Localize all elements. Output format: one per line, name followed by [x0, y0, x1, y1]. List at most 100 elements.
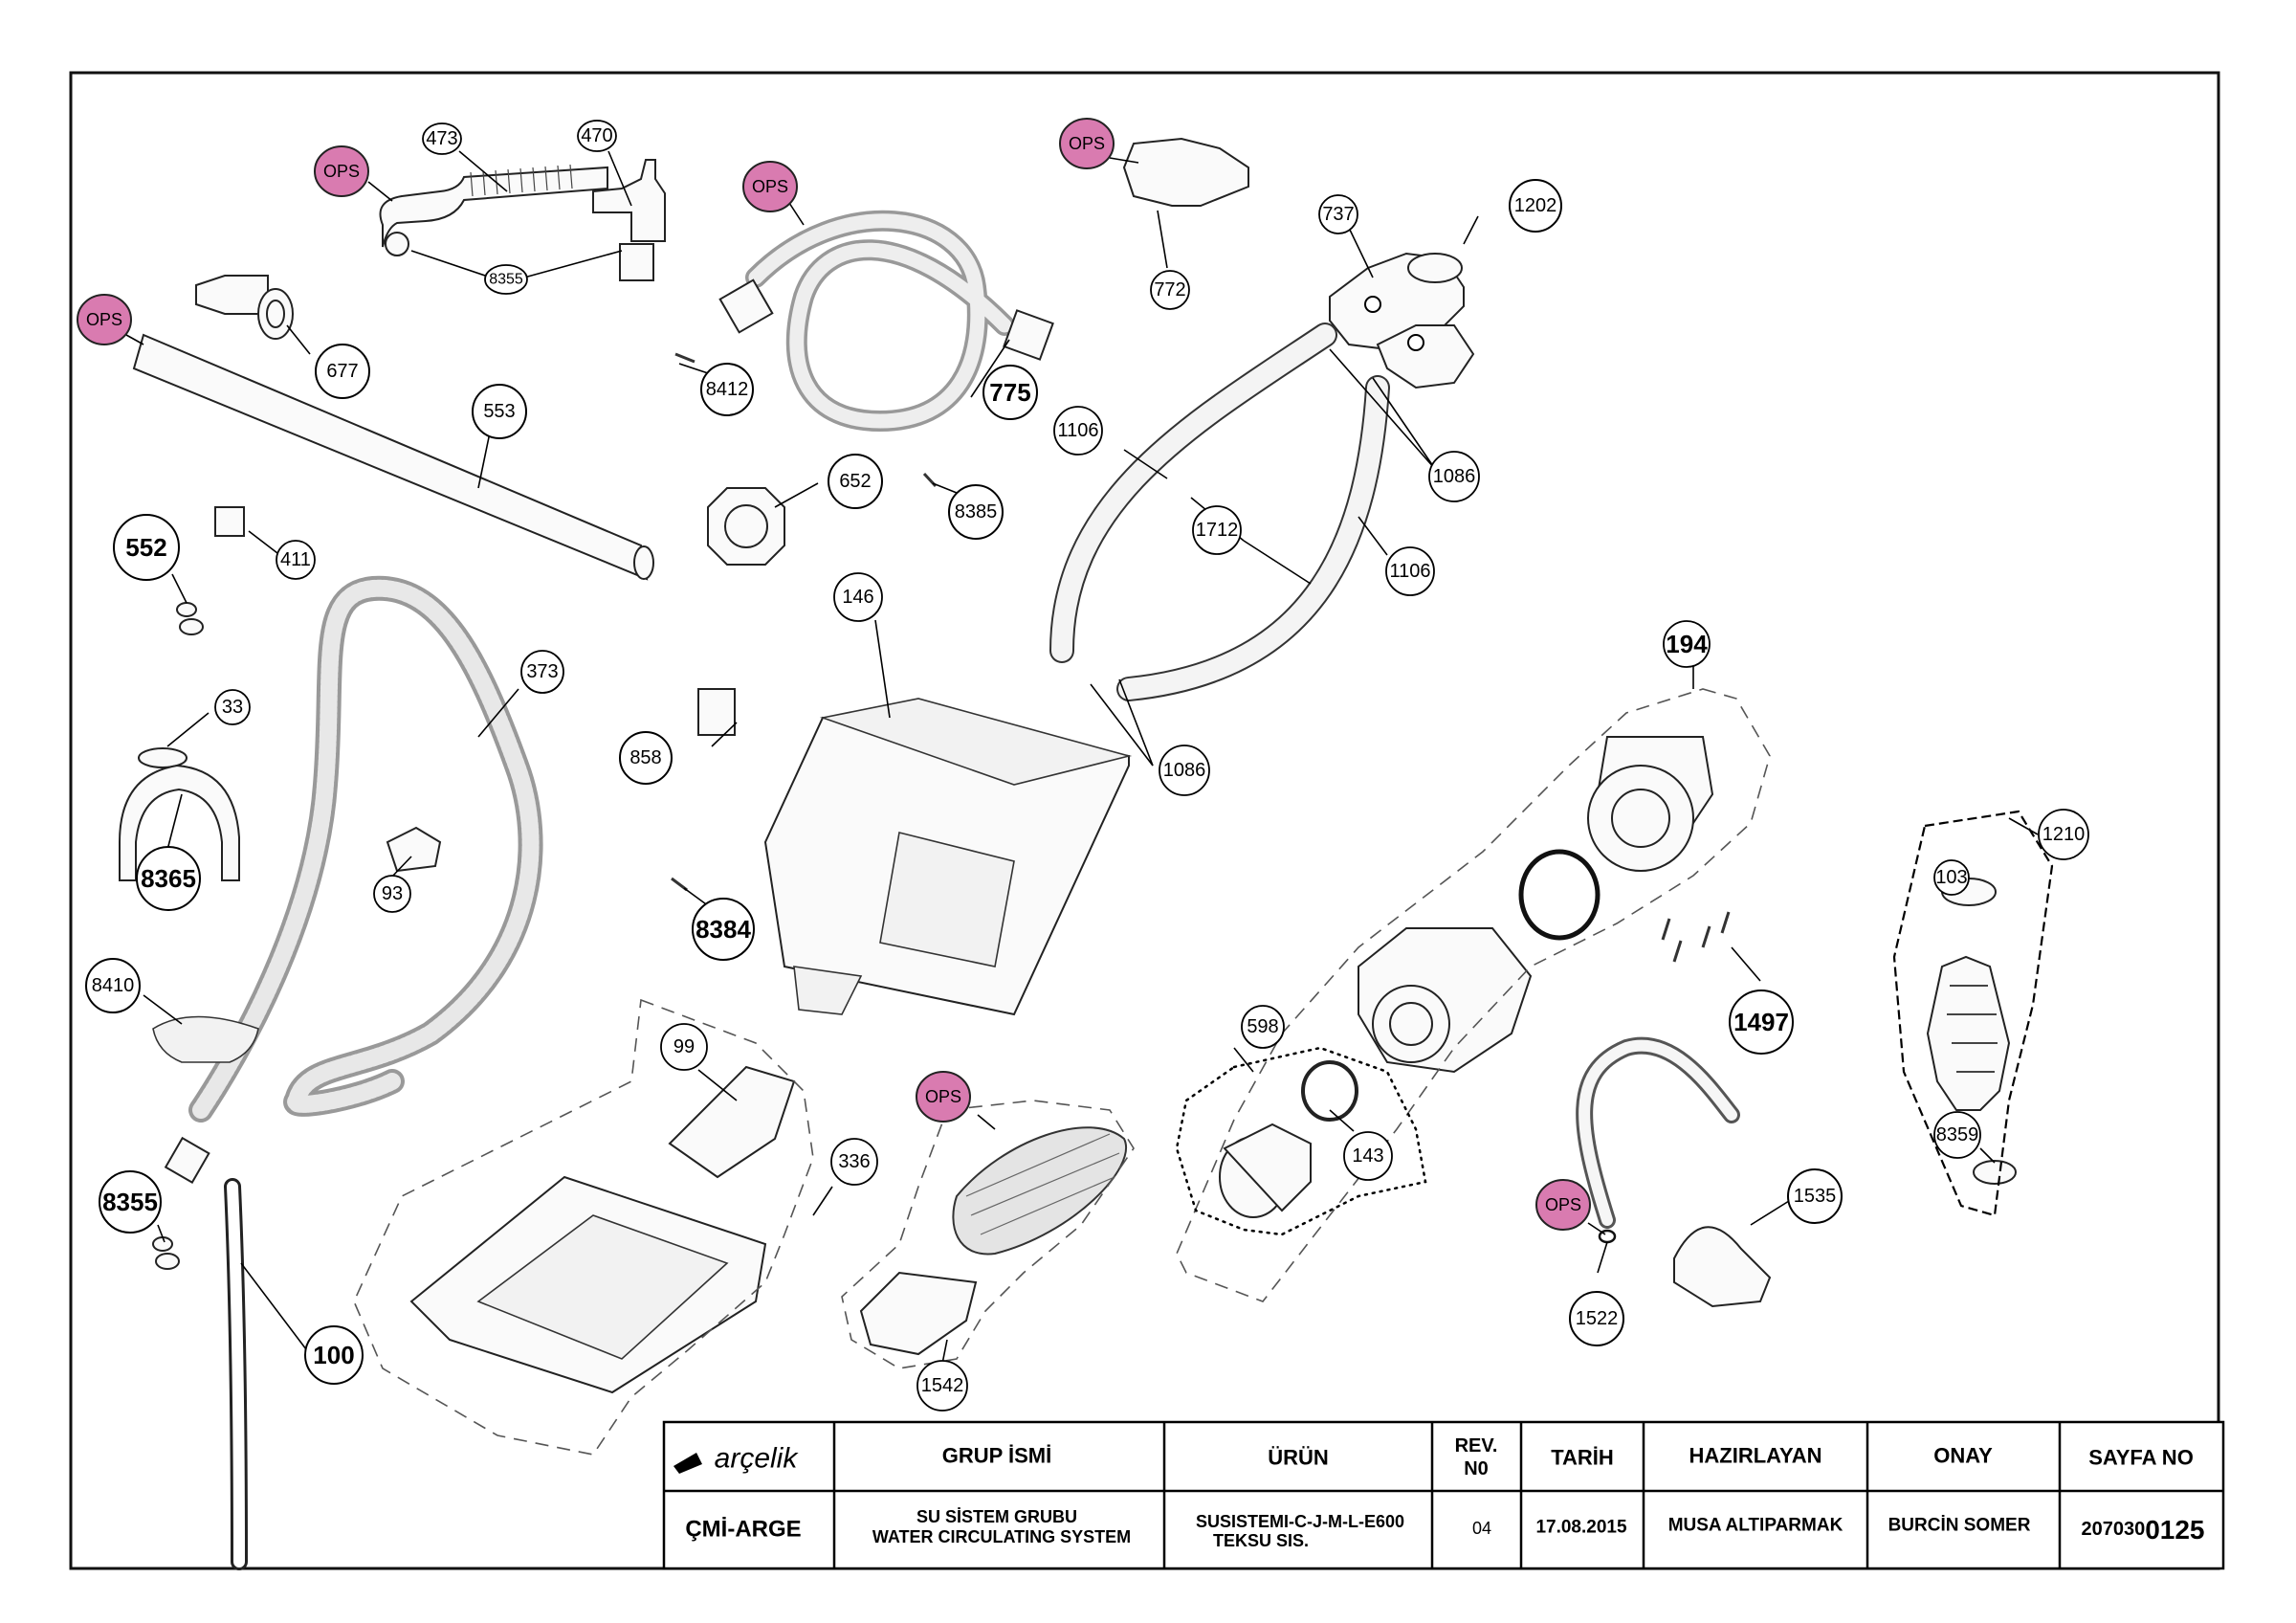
callout-1086-lower: 1086	[1159, 745, 1210, 796]
svg-text:598: 598	[1247, 1016, 1278, 1037]
callout-143: 143	[1343, 1131, 1393, 1181]
part-tube-553	[132, 333, 654, 581]
svg-text:8384: 8384	[695, 915, 751, 944]
part-clip-411	[214, 506, 245, 537]
svg-text:470: 470	[581, 125, 612, 146]
svg-text:8355: 8355	[489, 272, 523, 288]
header-product: ÜRÜN	[1268, 1446, 1329, 1470]
svg-text:1712: 1712	[1196, 520, 1239, 541]
ops-marker-mesh-filter: OPS	[916, 1071, 971, 1123]
svg-text:OPS: OPS	[86, 310, 122, 329]
part-holder-1542	[859, 1271, 978, 1356]
svg-text:93: 93	[382, 883, 403, 904]
value-page-number: 2070300125	[2081, 1515, 2204, 1545]
callout-8355-lower: 8355	[99, 1170, 162, 1234]
outline-group-194	[1176, 688, 1771, 1302]
svg-text:1497: 1497	[1733, 1008, 1789, 1036]
svg-text:772: 772	[1154, 279, 1185, 300]
callout-552: 552	[113, 514, 180, 581]
svg-text:1106: 1106	[1057, 420, 1098, 441]
part-spring-clamp-552	[176, 602, 204, 635]
part-bracket-93	[386, 826, 442, 873]
svg-text:411: 411	[280, 549, 311, 570]
callout-1542: 1542	[916, 1360, 968, 1412]
value-group-line2: WATER CIRCULATING SYSTEM	[872, 1527, 1131, 1546]
part-clip-1535	[1673, 1226, 1772, 1308]
outline-group-1542	[841, 1100, 1135, 1369]
value-rev: 04	[1472, 1519, 1491, 1538]
part-block-858	[697, 688, 736, 736]
svg-text:8365: 8365	[141, 864, 196, 893]
svg-text:1542: 1542	[921, 1375, 964, 1396]
callout-1522: 1522	[1569, 1291, 1624, 1346]
callout-8359: 8359	[1933, 1111, 1981, 1159]
svg-text:103: 103	[1935, 867, 1967, 888]
part-clip-8410	[152, 1015, 259, 1063]
svg-text:arçelik: arçelik	[715, 1443, 800, 1475]
header-rev: REV.N0	[1455, 1435, 1498, 1479]
svg-text:1106: 1106	[1389, 561, 1430, 582]
svg-text:1086: 1086	[1433, 466, 1476, 487]
svg-text:OPS: OPS	[925, 1087, 961, 1106]
callout-1106: 1106	[1053, 406, 1103, 456]
callout-553: 553	[472, 384, 527, 439]
part-seal-143	[1301, 1060, 1358, 1122]
callout-373: 373	[520, 650, 564, 694]
svg-text:775: 775	[989, 378, 1030, 407]
ops-marker-hose-elbow: OPS	[314, 145, 369, 197]
svg-text:OPS: OPS	[752, 177, 788, 196]
value-prepared: MUSA ALTIPARMAK	[1668, 1516, 1843, 1536]
part-o-ring	[1518, 849, 1601, 941]
svg-text:8359: 8359	[1936, 1124, 1979, 1145]
callout-93: 93	[373, 875, 411, 913]
svg-text:OPS: OPS	[1545, 1195, 1581, 1214]
title-block: arçelik GRUP İSMİ ÜRÜN REV.N0 TARİH HAZI…	[662, 1420, 2225, 1570]
ops-marker-inlet-hose: OPS	[742, 161, 798, 212]
part-ring-nut-652	[707, 487, 785, 566]
svg-text:737: 737	[1322, 204, 1354, 225]
svg-text:8385: 8385	[955, 501, 998, 522]
callout-1086: 1086	[1428, 451, 1480, 502]
callout-8365: 8365	[136, 846, 201, 911]
svg-text:33: 33	[222, 697, 243, 718]
callout-103: 103	[1933, 859, 1970, 896]
svg-text:OPS: OPS	[323, 162, 360, 181]
callout-1210: 1210	[2038, 809, 2089, 860]
part-hose-nut-right	[1003, 309, 1054, 361]
callout-470: 470	[577, 120, 617, 152]
callout-8355: 8355	[484, 264, 528, 295]
callout-8385: 8385	[948, 484, 1004, 540]
outline-group-1210	[1892, 810, 2054, 1217]
svg-text:553: 553	[483, 401, 515, 422]
callout-775: 775	[982, 365, 1038, 420]
header-date: TARİH	[1551, 1446, 1614, 1470]
svg-text:1535: 1535	[1794, 1186, 1837, 1207]
value-group-line1: SU SİSTEM GRUBU	[916, 1507, 1077, 1526]
part-flap-99	[668, 1065, 796, 1179]
callout-677: 677	[315, 344, 370, 399]
callout-858: 858	[619, 731, 673, 785]
value-approval: BURCİN SOMER	[1888, 1516, 2031, 1536]
svg-text:OPS: OPS	[1069, 134, 1105, 153]
callout-411: 411	[276, 540, 316, 580]
callout-1535: 1535	[1787, 1168, 1843, 1224]
callout-473: 473	[422, 122, 462, 155]
part-artwork	[119, 137, 2017, 1570]
svg-text:143: 143	[1352, 1145, 1383, 1167]
part-dispenser-housing-146	[763, 698, 1133, 1016]
part-filter-598	[1219, 1060, 1358, 1218]
callout-33: 33	[214, 689, 251, 725]
callout-598: 598	[1241, 1005, 1285, 1049]
value-department: ÇMİ-ARGE	[685, 1517, 801, 1543]
svg-text:1210: 1210	[2042, 824, 2086, 845]
svg-text:1202: 1202	[1514, 195, 1557, 216]
callout-bubbles: 473 470 8355 677 553 552 411 373 33 8365…	[85, 120, 2089, 1412]
leader-lines	[125, 150, 2039, 1369]
brand-logo: arçelik	[673, 1443, 799, 1475]
ops-marker-bracket: OPS	[1059, 118, 1115, 169]
part-screws-1497	[1661, 911, 1731, 963]
part-inlet-valve-737	[1329, 252, 1475, 389]
svg-text:652: 652	[839, 471, 871, 492]
part-pump-194	[1358, 736, 1714, 1074]
callout-336: 336	[830, 1138, 878, 1186]
